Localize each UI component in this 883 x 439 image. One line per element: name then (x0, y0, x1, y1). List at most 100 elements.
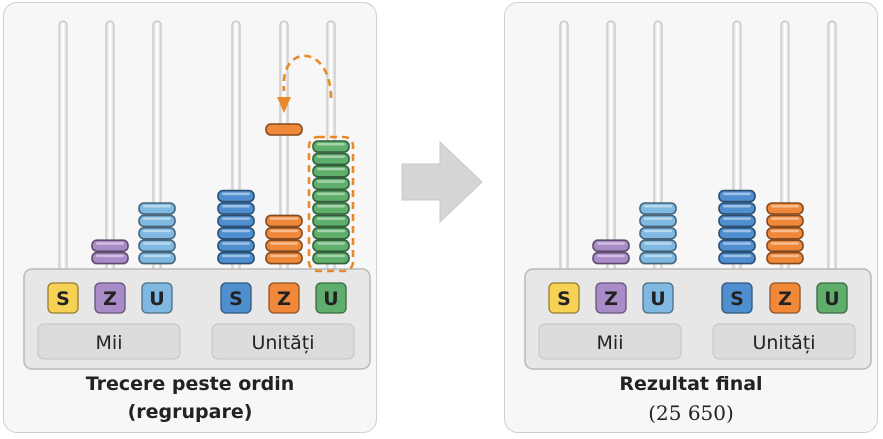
regroup-arrow (282, 54, 333, 99)
rod-shine (61, 23, 65, 273)
bead-shine (597, 254, 625, 258)
rod-label: U (149, 288, 164, 310)
bead (312, 140, 350, 153)
bead-shine (270, 242, 298, 245)
bead (639, 214, 677, 228)
rod-label: S (229, 288, 243, 310)
bead (766, 202, 804, 215)
rod-label-chip (141, 282, 173, 314)
group-label-units: Unități (251, 332, 314, 354)
caption-result-line2: (25 650) (648, 401, 734, 425)
bead (766, 239, 804, 252)
bead (718, 251, 756, 265)
bead (312, 239, 350, 252)
bead (217, 251, 255, 265)
bead-shine (723, 254, 751, 258)
rod-label-chip (816, 282, 848, 314)
rod-label: Z (103, 288, 117, 310)
rod-label: Z (604, 288, 618, 310)
bead-shine (143, 229, 171, 233)
bead (592, 239, 630, 252)
bead-shine (317, 242, 345, 245)
rod-shine (108, 23, 112, 273)
bead-shine (317, 192, 345, 196)
rod-label-chip (769, 282, 801, 314)
bead (639, 227, 677, 240)
bead-shine (317, 217, 345, 220)
group-box (211, 323, 355, 360)
group-box (712, 323, 856, 360)
bead-shine (222, 205, 250, 208)
group-box (37, 323, 181, 360)
bead-shine (222, 254, 250, 258)
bead-shine (222, 229, 250, 233)
caption-regrouping-line1: Trecere peste ordin (85, 373, 295, 395)
bead (138, 202, 176, 215)
bead-shine (723, 217, 751, 220)
bead (312, 251, 350, 265)
bead-shine (96, 242, 124, 245)
bead-shine (644, 254, 672, 258)
bead-shine (771, 205, 799, 208)
right-arrow-icon (401, 140, 483, 224)
bead-shine (317, 205, 345, 208)
rod-label: S (56, 288, 70, 310)
bead (91, 251, 129, 265)
rod-label-chip (220, 282, 252, 314)
rod-label-chip (721, 282, 753, 314)
bead (312, 165, 350, 178)
bead (138, 251, 176, 265)
bead-shine (771, 254, 799, 258)
abacus-regrouping: S Z U S Z U Mii Unități (23, 20, 371, 370)
bead-shine (771, 217, 799, 220)
bead-shine (317, 229, 345, 233)
bead-shine (644, 217, 672, 220)
bead-shine (597, 242, 625, 245)
bead-shine (222, 242, 250, 245)
bead (639, 202, 677, 215)
bead-shine (644, 205, 672, 208)
bead (639, 239, 677, 252)
bead (217, 214, 255, 228)
bead (138, 214, 176, 228)
rod-label: U (323, 288, 338, 310)
rod-label: U (824, 288, 839, 310)
rod-label: Z (277, 288, 291, 310)
caption-regrouping-line2: (regrupare) (127, 401, 253, 423)
bead (718, 239, 756, 252)
bead (312, 227, 350, 240)
bead (312, 214, 350, 228)
bead (592, 251, 630, 265)
bead (217, 227, 255, 240)
abacus-panel-regrouping: S Z U S Z U Mii Unități Trecere peste ordin (re… (3, 2, 377, 433)
bead (265, 227, 303, 240)
bead-shine (143, 205, 171, 208)
bead (312, 189, 350, 203)
bead-shine (222, 217, 250, 220)
group-box (538, 323, 682, 360)
bead (312, 177, 350, 190)
bead-shine (317, 180, 345, 183)
bead-shine (723, 192, 751, 196)
bead-shine (222, 192, 250, 196)
rod-shine (562, 23, 566, 273)
bead (718, 214, 756, 228)
bead-shine (270, 229, 298, 233)
bead (265, 239, 303, 252)
rod-label-chip (315, 282, 347, 314)
group-label-thousands: Mii (96, 332, 123, 354)
bead-shine (270, 217, 298, 220)
bead-shine (771, 242, 799, 245)
rod-label-chip (595, 282, 627, 314)
bead (217, 239, 255, 252)
bead-shine (143, 217, 171, 220)
group-label-thousands: Mii (597, 332, 624, 354)
rod-shine (282, 23, 286, 273)
bead-shine (270, 254, 298, 258)
rod-shine (830, 23, 834, 273)
bead-shine (143, 254, 171, 258)
regroup-highlight-box (307, 135, 355, 273)
caption-result-line1: Rezultat final (619, 373, 763, 395)
bead-shine (723, 229, 751, 233)
